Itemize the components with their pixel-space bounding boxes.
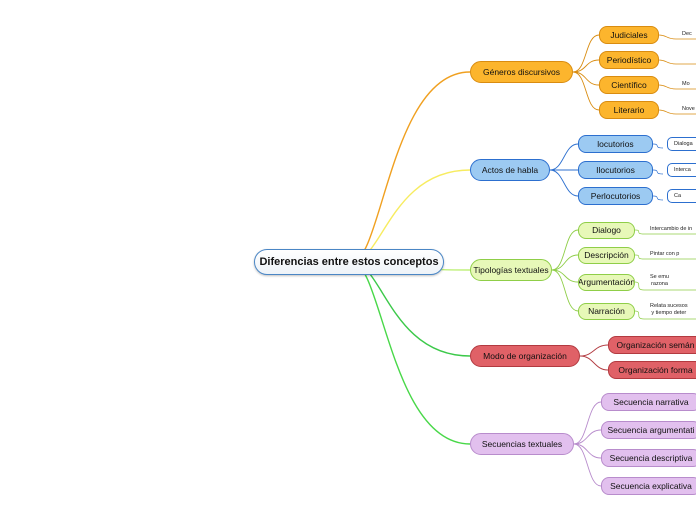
- sub-node-actos-2-label: Perlocutorios: [590, 191, 641, 201]
- leaf-text-tipologias-3: Relata sucesos y tiempo deter: [650, 303, 688, 317]
- sub-connector-modo-0: [579, 344, 609, 357]
- leaf-connector-generos-0: [658, 34, 677, 40]
- branch-node-secuencias-label: Secuencias textuales: [481, 439, 563, 449]
- leaf-box-label: Ca: [674, 193, 682, 199]
- sub-node-secuencias-1[interactable]: Secuencia argumentati: [601, 421, 696, 439]
- sub-connector-secuencias-0: [573, 401, 602, 445]
- branch-connector-generos: [351, 71, 471, 263]
- leaf-connector-actos-1: [652, 169, 664, 175]
- leaf-box-label: Dialoga: [674, 141, 693, 147]
- sub-connector-generos-1: [572, 59, 600, 73]
- leaf-connector-tipologias-0: [634, 229, 645, 235]
- branch-connector-secuencias: [351, 261, 471, 445]
- leaf-text-generos-0: Dec: [682, 30, 692, 37]
- leaf-connector-generos-2: [658, 84, 677, 90]
- sub-node-tipologias-0[interactable]: Dialogo: [578, 221, 635, 239]
- sub-node-secuencias-1-label: Secuencia argumentati: [607, 425, 695, 435]
- sub-node-generos-1-label: Periodístico: [606, 55, 652, 65]
- sub-node-modo-0[interactable]: Organización semán: [608, 336, 696, 354]
- sub-node-tipologias-2-label: Argumentación: [578, 277, 635, 287]
- sub-node-generos-2[interactable]: Científico: [599, 76, 659, 94]
- sub-connector-actos-0: [549, 143, 579, 171]
- sub-connector-generos-3: [572, 71, 600, 111]
- leaf-text-tipologias-1: Pintar con p: [650, 250, 680, 257]
- sub-node-generos-2-label: Científico: [611, 80, 647, 90]
- branch-node-secuencias[interactable]: Secuencias textuales: [470, 433, 574, 455]
- sub-node-actos-2[interactable]: Perlocutorios: [578, 187, 653, 205]
- sub-node-tipologias-3[interactable]: Narración: [578, 302, 635, 320]
- root-node[interactable]: Diferencias entre estos conceptos: [254, 249, 444, 275]
- sub-node-secuencias-2[interactable]: Secuencia descriptiva: [601, 449, 696, 467]
- sub-node-tipologias-1[interactable]: Descripción: [578, 246, 635, 264]
- leaf-text-generos-3: Nove: [682, 105, 695, 112]
- sub-node-generos-3-label: Literario: [613, 105, 645, 115]
- sub-node-generos-1[interactable]: Periodístico: [599, 51, 659, 69]
- sub-node-secuencias-0[interactable]: Secuencia narrativa: [601, 393, 696, 411]
- sub-node-actos-0-label: locutorios: [597, 139, 634, 149]
- leaf-box-actos-0[interactable]: Dialoga: [667, 137, 696, 151]
- sub-node-secuencias-3-label: Secuencia explicativa: [610, 481, 692, 491]
- sub-node-secuencias-3[interactable]: Secuencia explicativa: [601, 477, 696, 495]
- sub-connector-tipologias-3: [551, 269, 579, 312]
- sub-node-modo-1[interactable]: Organización forma: [608, 361, 696, 379]
- sub-node-tipologias-0-label: Dialogo: [592, 225, 621, 235]
- leaf-connector-tipologias-1: [634, 254, 645, 260]
- branch-node-actos-label: Actos de habla: [481, 165, 539, 175]
- branch-node-tipologias-label: Tipologías textuales: [473, 265, 549, 275]
- leaf-connector-actos-2: [652, 195, 664, 201]
- sub-node-modo-0-label: Organización semán: [616, 340, 695, 350]
- branch-node-generos-label: Géneros discursivos: [482, 67, 560, 77]
- sub-node-actos-1-label: Ilocutorios: [596, 165, 635, 175]
- sub-node-generos-0-label: Judiciales: [610, 30, 648, 40]
- sub-node-generos-0[interactable]: Judiciales: [599, 26, 659, 44]
- branch-node-actos[interactable]: Actos de habla: [470, 159, 550, 181]
- sub-node-actos-1[interactable]: Ilocutorios: [578, 161, 653, 179]
- sub-connector-generos-0: [572, 34, 600, 73]
- sub-connector-actos-2: [549, 169, 579, 197]
- sub-connector-tipologias-0: [551, 229, 579, 271]
- branch-connector-modo: [351, 261, 471, 357]
- leaf-connector-tipologias-2: [634, 281, 645, 291]
- leaf-box-actos-1[interactable]: Interca: [667, 163, 696, 177]
- sub-connector-secuencias-2: [573, 443, 602, 459]
- sub-connector-modo-1: [579, 355, 609, 371]
- sub-node-tipologias-1-label: Descripción: [584, 250, 629, 260]
- sub-connector-secuencias-1: [573, 429, 602, 445]
- branch-node-modo-label: Modo de organización: [483, 351, 567, 361]
- branch-node-generos[interactable]: Géneros discursivos: [470, 61, 573, 83]
- leaf-text-generos-2: Mo: [682, 80, 690, 87]
- leaf-connector-generos-1: [658, 59, 677, 65]
- sub-node-generos-3[interactable]: Literario: [599, 101, 659, 119]
- leaf-connector-generos-3: [658, 109, 677, 115]
- leaf-text-tipologias-0: Intercambio de in: [650, 225, 693, 232]
- branch-node-tipologias[interactable]: Tipologías textuales: [470, 259, 552, 281]
- leaf-text-tipologias-2: Se emu razona: [650, 274, 669, 288]
- sub-node-secuencias-0-label: Secuencia narrativa: [613, 397, 689, 407]
- sub-connector-secuencias-3: [573, 443, 602, 487]
- leaf-connector-actos-0: [652, 143, 664, 149]
- sub-connector-generos-2: [572, 71, 600, 86]
- leaf-box-actos-2[interactable]: Ca: [667, 189, 696, 203]
- sub-node-secuencias-2-label: Secuencia descriptiva: [609, 453, 693, 463]
- sub-node-tipologias-2[interactable]: Argumentación: [578, 273, 635, 291]
- branch-node-modo[interactable]: Modo de organización: [470, 345, 580, 367]
- sub-node-tipologias-3-label: Narración: [588, 306, 625, 316]
- sub-node-actos-0[interactable]: locutorios: [578, 135, 653, 153]
- sub-node-modo-1-label: Organización forma: [618, 365, 693, 375]
- leaf-box-label: Interca: [674, 167, 691, 173]
- root-label: Diferencias entre estos conceptos: [259, 256, 439, 268]
- leaf-connector-tipologias-3: [634, 310, 645, 320]
- sub-connector-tipologias-1: [551, 254, 579, 271]
